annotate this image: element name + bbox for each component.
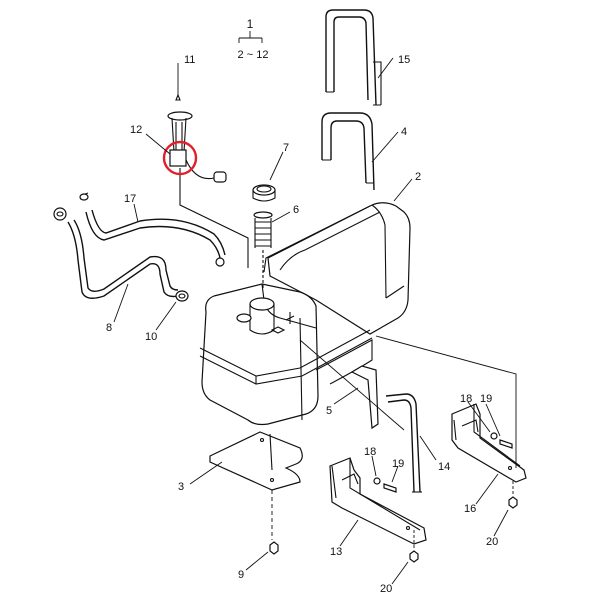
bolt-9 bbox=[269, 541, 279, 555]
callout-4: 4 bbox=[401, 126, 407, 138]
assembly-number: 1 bbox=[247, 17, 254, 31]
clamp-10 bbox=[175, 290, 189, 302]
strap-5 bbox=[350, 365, 379, 430]
callout-5: 5 bbox=[326, 405, 332, 417]
fasteners-left bbox=[373, 477, 397, 493]
callout-17: 17 bbox=[124, 193, 136, 205]
rod-14 bbox=[385, 393, 422, 493]
hose-17 bbox=[79, 192, 226, 267]
callout-13: 13 bbox=[330, 546, 342, 558]
assembly-range: 2 ~ 12 bbox=[238, 49, 269, 61]
callout-18-right: 18 bbox=[460, 393, 472, 405]
strap-4 bbox=[321, 112, 375, 191]
nut-20-lower bbox=[409, 530, 419, 563]
strap-15 bbox=[325, 9, 382, 106]
fasteners-right bbox=[490, 432, 513, 449]
callout-15: 15 bbox=[398, 54, 410, 66]
fuel-tank-2 bbox=[199, 202, 411, 426]
hose-8 bbox=[53, 207, 179, 299]
callout-3: 3 bbox=[178, 481, 184, 493]
highlight-circle bbox=[162, 140, 198, 176]
callout-8: 8 bbox=[106, 322, 112, 334]
fuel-sender-11 bbox=[167, 63, 249, 268]
callout-2: 2 bbox=[415, 171, 421, 183]
callout-16: 16 bbox=[464, 503, 476, 515]
callout-20-lower: 20 bbox=[380, 583, 392, 595]
callout-7: 7 bbox=[283, 142, 289, 154]
cap-7 bbox=[252, 184, 276, 202]
callout-20-right: 20 bbox=[486, 536, 498, 548]
callout-12: 12 bbox=[130, 124, 142, 136]
callout-14: 14 bbox=[438, 461, 450, 473]
bracket-13 bbox=[329, 457, 427, 545]
callout-11: 11 bbox=[184, 54, 195, 66]
plate-3 bbox=[209, 431, 303, 540]
nut-20-right bbox=[508, 480, 518, 509]
strainer-6 bbox=[253, 211, 273, 290]
assembly-header: 1 2 ~ 12 bbox=[238, 17, 269, 61]
callout-10: 10 bbox=[145, 331, 157, 343]
callout-19-right: 19 bbox=[480, 393, 492, 405]
callout-9: 9 bbox=[238, 569, 244, 581]
callout-18-left: 18 bbox=[364, 446, 376, 458]
callout-6: 6 bbox=[293, 204, 299, 216]
bracket-16 bbox=[451, 403, 527, 483]
callout-19-left: 19 bbox=[392, 458, 404, 470]
